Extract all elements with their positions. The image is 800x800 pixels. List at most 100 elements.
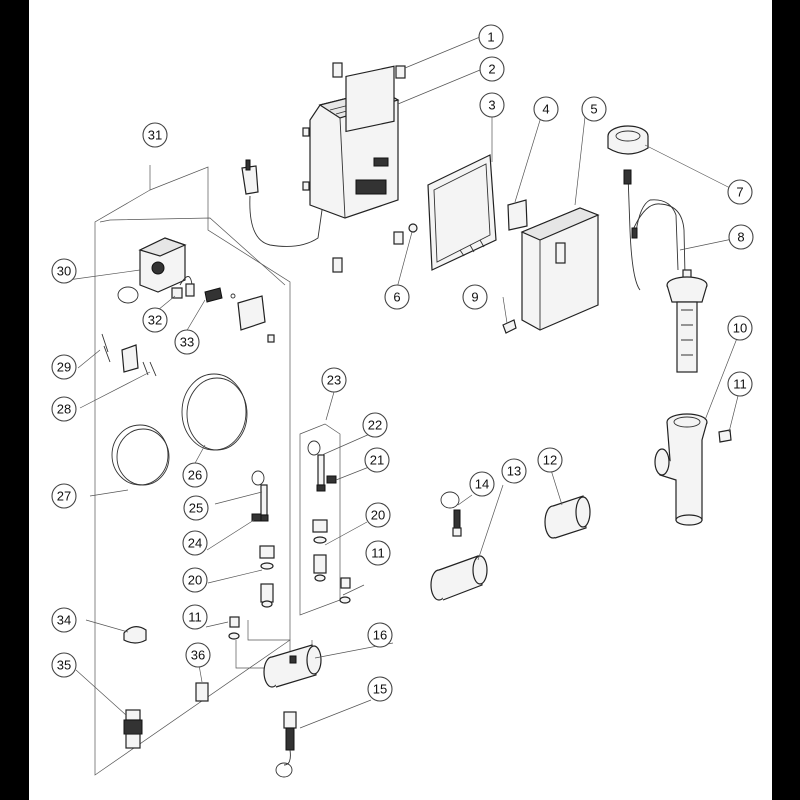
callout-25: 25 xyxy=(183,495,209,521)
callout-14: 14 xyxy=(469,471,495,497)
probe-14 xyxy=(440,491,462,537)
callout-1: 1 xyxy=(478,24,504,50)
group-30-outline xyxy=(99,217,286,286)
svg-text:11: 11 xyxy=(733,377,747,392)
callout-7: 7 xyxy=(727,179,753,205)
svg-text:7: 7 xyxy=(736,185,743,200)
front-cover xyxy=(520,207,600,331)
fitting-36 xyxy=(195,682,209,702)
callout-4: 4 xyxy=(533,96,559,122)
svg-text:1: 1 xyxy=(487,30,494,45)
flow-switch-15 xyxy=(275,711,297,778)
callout-33: 33 xyxy=(174,329,200,355)
probe-22 xyxy=(307,440,326,492)
svg-text:31: 31 xyxy=(148,128,162,143)
sensor-housing xyxy=(430,555,488,601)
svg-text:33: 33 xyxy=(180,335,194,350)
label-plate xyxy=(507,199,528,231)
plug-11-right xyxy=(340,577,351,589)
plug-small xyxy=(718,429,732,443)
callout-20-left: 20 xyxy=(182,567,208,593)
svg-text:11: 11 xyxy=(371,546,385,561)
cover-plate xyxy=(237,295,266,331)
tube-ring xyxy=(117,286,139,304)
svg-text:3: 3 xyxy=(488,98,495,113)
callout-15: 15 xyxy=(367,676,393,702)
screw-small xyxy=(408,223,418,233)
svg-text:29: 29 xyxy=(57,360,71,375)
callout-12: 12 xyxy=(537,447,563,473)
callout-34: 34 xyxy=(51,607,77,633)
callout-9: 9 xyxy=(462,284,488,310)
front-frame xyxy=(427,154,497,271)
seal-24 xyxy=(251,513,262,522)
rotor-33 xyxy=(204,287,236,303)
cable-coil-27 xyxy=(111,424,169,486)
svg-text:5: 5 xyxy=(590,102,597,117)
svg-text:2: 2 xyxy=(488,62,495,77)
svg-text:6: 6 xyxy=(393,290,400,305)
pump-head xyxy=(138,237,187,293)
control-box xyxy=(302,62,406,273)
probe-holder-left xyxy=(259,545,275,608)
callout-20-right: 20 xyxy=(365,502,391,528)
callout-26: 26 xyxy=(182,462,208,488)
electrode-cell xyxy=(623,169,708,373)
svg-text:12: 12 xyxy=(543,453,557,468)
cap-34 xyxy=(123,626,147,644)
svg-text:15: 15 xyxy=(373,682,387,697)
cable-gland xyxy=(502,319,517,334)
callout-27: 27 xyxy=(51,483,77,509)
fitting-35 xyxy=(123,709,143,749)
svg-text:22: 22 xyxy=(368,418,382,433)
svg-text:24: 24 xyxy=(188,536,202,551)
bracket-28 xyxy=(121,344,139,373)
ring-nut xyxy=(607,125,649,155)
callout-30: 30 xyxy=(51,258,77,284)
svg-text:21: 21 xyxy=(370,453,384,468)
callout-21: 21 xyxy=(364,447,390,473)
callout-5: 5 xyxy=(581,96,607,122)
callout-24: 24 xyxy=(182,530,208,556)
cable-coil-26 xyxy=(181,373,247,451)
callout-8: 8 xyxy=(728,224,754,250)
svg-text:30: 30 xyxy=(57,264,71,279)
callout-35: 35 xyxy=(51,652,77,678)
svg-text:36: 36 xyxy=(191,648,205,663)
svg-text:25: 25 xyxy=(189,501,203,516)
callout-22: 22 xyxy=(362,412,388,438)
callout-23: 23 xyxy=(321,367,347,393)
svg-text:13: 13 xyxy=(507,464,521,479)
callout-32: 32 xyxy=(142,307,168,333)
svg-text:23: 23 xyxy=(327,373,341,388)
pipe-tee xyxy=(654,413,708,526)
power-plug xyxy=(241,159,323,247)
callout-11-top: 11 xyxy=(727,371,753,397)
svg-text:34: 34 xyxy=(57,613,71,628)
svg-text:14: 14 xyxy=(475,477,489,492)
svg-text:16: 16 xyxy=(373,628,387,643)
svg-text:26: 26 xyxy=(188,468,202,483)
svg-text:9: 9 xyxy=(471,290,478,305)
svg-text:35: 35 xyxy=(57,658,71,673)
svg-text:27: 27 xyxy=(57,489,71,504)
callout-31: 31 xyxy=(142,122,168,148)
fitting-32 xyxy=(171,283,195,299)
callout-36: 36 xyxy=(185,642,211,668)
callout-16: 16 xyxy=(367,622,393,648)
svg-text:20: 20 xyxy=(371,508,385,523)
probe-holder-right xyxy=(312,519,328,582)
plug-11-left xyxy=(229,616,240,628)
flow-cell-16 xyxy=(263,644,322,688)
svg-text:20: 20 xyxy=(188,573,202,588)
group-31-outline xyxy=(94,166,291,776)
callout-11-mid: 11 xyxy=(365,540,391,566)
callout-3: 3 xyxy=(479,92,505,118)
svg-text:4: 4 xyxy=(542,102,549,117)
svg-text:28: 28 xyxy=(57,402,71,417)
callout-28: 28 xyxy=(51,396,77,422)
svg-text:10: 10 xyxy=(733,321,747,336)
callout-2: 2 xyxy=(479,56,505,82)
callout-10: 10 xyxy=(727,315,753,341)
